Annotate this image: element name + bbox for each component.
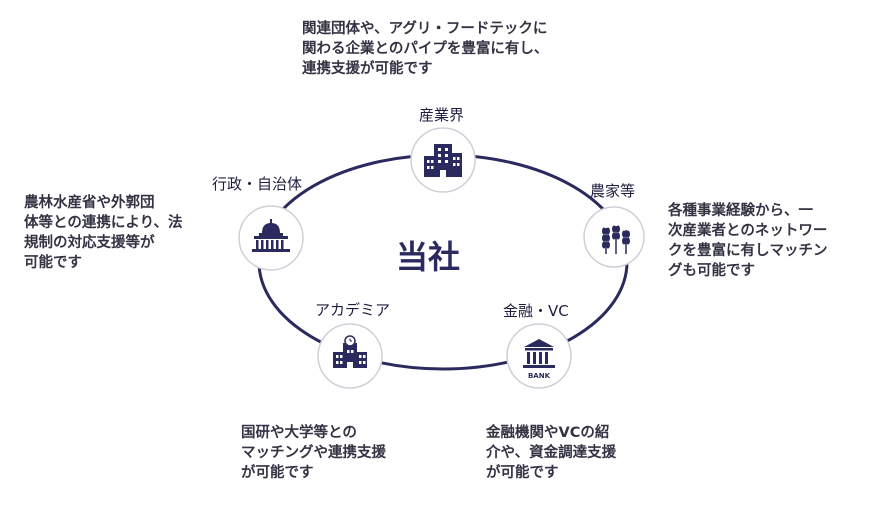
farmers-label: 農家等 bbox=[590, 182, 636, 200]
description-line: マッチングや連携支援 bbox=[241, 445, 386, 461]
description-line: 可能です bbox=[24, 255, 82, 271]
bank-icon: BANK bbox=[523, 339, 555, 380]
center-label: 当社 bbox=[396, 238, 461, 276]
government-description: 農林水産省や外郭団 体等との連携により、法 規制の対応支援等が 可能です bbox=[24, 193, 182, 273]
description-line: 次産業者とのネットワー bbox=[668, 223, 828, 239]
description-line: 規制の対応支援等が bbox=[24, 235, 155, 251]
description-line: 国研や大学等との bbox=[241, 425, 357, 441]
academia-description: 国研や大学等との マッチングや連携支援 が可能です bbox=[241, 423, 386, 483]
description-line: 金融機関やVCの紹 bbox=[486, 425, 610, 441]
university-building-icon bbox=[333, 335, 367, 368]
wheat-icon bbox=[602, 225, 630, 254]
capitol-building-icon bbox=[252, 219, 290, 252]
farmers-node bbox=[583, 206, 645, 268]
description-line: クを豊富に有しマッチン bbox=[668, 243, 828, 259]
farmers-description: 各種事業経験から、一 次産業者とのネットワー クを豊富に有しマッチン グも可能で… bbox=[668, 201, 828, 281]
description-line: 連携支援が可能です bbox=[302, 61, 433, 77]
description-line: 関わる企業とのパイプを豊富に有し、 bbox=[302, 41, 549, 57]
industry-label: 産業界 bbox=[419, 106, 465, 124]
finance-node: BANK bbox=[506, 323, 572, 389]
industry-node bbox=[410, 127, 476, 193]
description-line: 関連団体や、アグリ・フードテックに bbox=[302, 21, 548, 37]
industry-description: 関連団体や、アグリ・フードテックに 関わる企業とのパイプを豊富に有し、 連携支援… bbox=[302, 19, 548, 79]
government-label: 行政・自治体 bbox=[212, 175, 303, 193]
academia-node bbox=[317, 323, 383, 389]
academia-label: アカデミア bbox=[315, 301, 391, 319]
finance-description: 金融機関やVCの紹 介や、資金調達支援 が可能です bbox=[486, 423, 616, 483]
description-line: 介や、資金調達支援 bbox=[486, 445, 617, 461]
bank-icon-text: BANK bbox=[528, 372, 551, 380]
description-line: が可能です bbox=[241, 465, 314, 481]
government-node bbox=[238, 205, 304, 271]
description-line: 各種事業経験から、一 bbox=[668, 203, 813, 219]
description-line: 農林水産省や外郭団 bbox=[24, 195, 155, 211]
office-building-icon bbox=[424, 144, 462, 177]
finance-label: 金融・VC bbox=[503, 302, 569, 320]
description-line: 体等との連携により、法 bbox=[24, 215, 183, 231]
description-line: が可能です bbox=[486, 465, 559, 481]
description-line: グも可能です bbox=[668, 263, 755, 279]
